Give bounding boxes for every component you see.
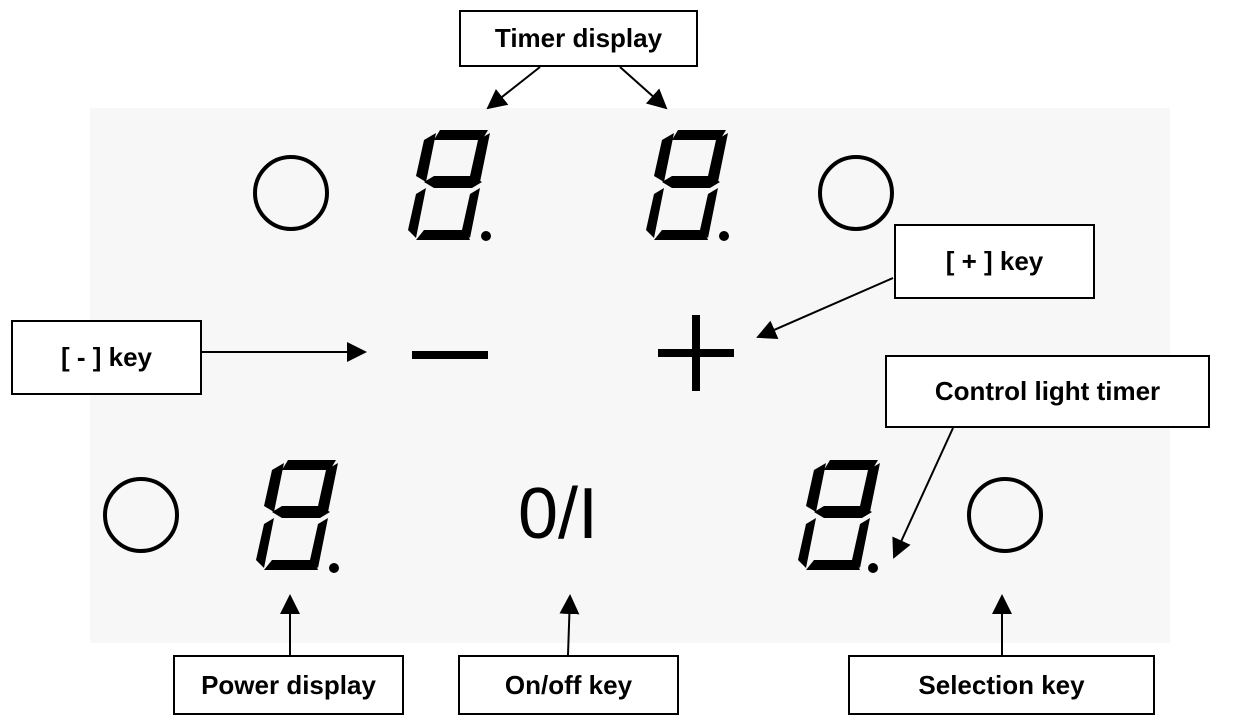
arrow-plus-key: [756, 277, 894, 339]
power-display-digit: [256, 460, 339, 573]
minus-key[interactable]: [412, 351, 488, 359]
timer-display-label: Timer display: [459, 10, 698, 67]
plus-icon-vertical: [692, 315, 700, 391]
onoff-key[interactable]: 0/I: [518, 478, 598, 550]
arrow-timer-right: [619, 66, 668, 110]
onoff-symbol-text: 0/I: [518, 474, 599, 554]
timer-display-digit-left: [408, 130, 491, 241]
plus-key-label: [ + ] key: [894, 224, 1095, 299]
decimal-point: [329, 563, 339, 573]
onoff-key-label: On/off key: [458, 655, 679, 715]
minus-icon: [412, 351, 488, 359]
key-circle-top-left[interactable]: [253, 155, 329, 231]
selection-key-label: Selection key: [848, 655, 1155, 715]
control-light-timer-dot: [868, 563, 878, 573]
minus-key-label: [ - ] key: [11, 320, 202, 395]
control-light-timer-label: Control light timer: [885, 355, 1210, 428]
key-circle-bottom-left[interactable]: [103, 477, 179, 553]
arrow-onoff-key: [559, 594, 580, 656]
power-display-label: Power display: [173, 655, 404, 715]
key-circle-top-right[interactable]: [818, 155, 894, 231]
plus-key[interactable]: [658, 315, 734, 391]
decimal-point: [719, 231, 729, 241]
arrow-timer-left: [486, 66, 541, 110]
timer-display-digit-right: [646, 130, 729, 241]
arrow-control-light: [892, 427, 954, 559]
selection-key-circle[interactable]: [967, 477, 1043, 553]
zone-display-digit: [798, 460, 880, 573]
decimal-point: [481, 231, 491, 241]
